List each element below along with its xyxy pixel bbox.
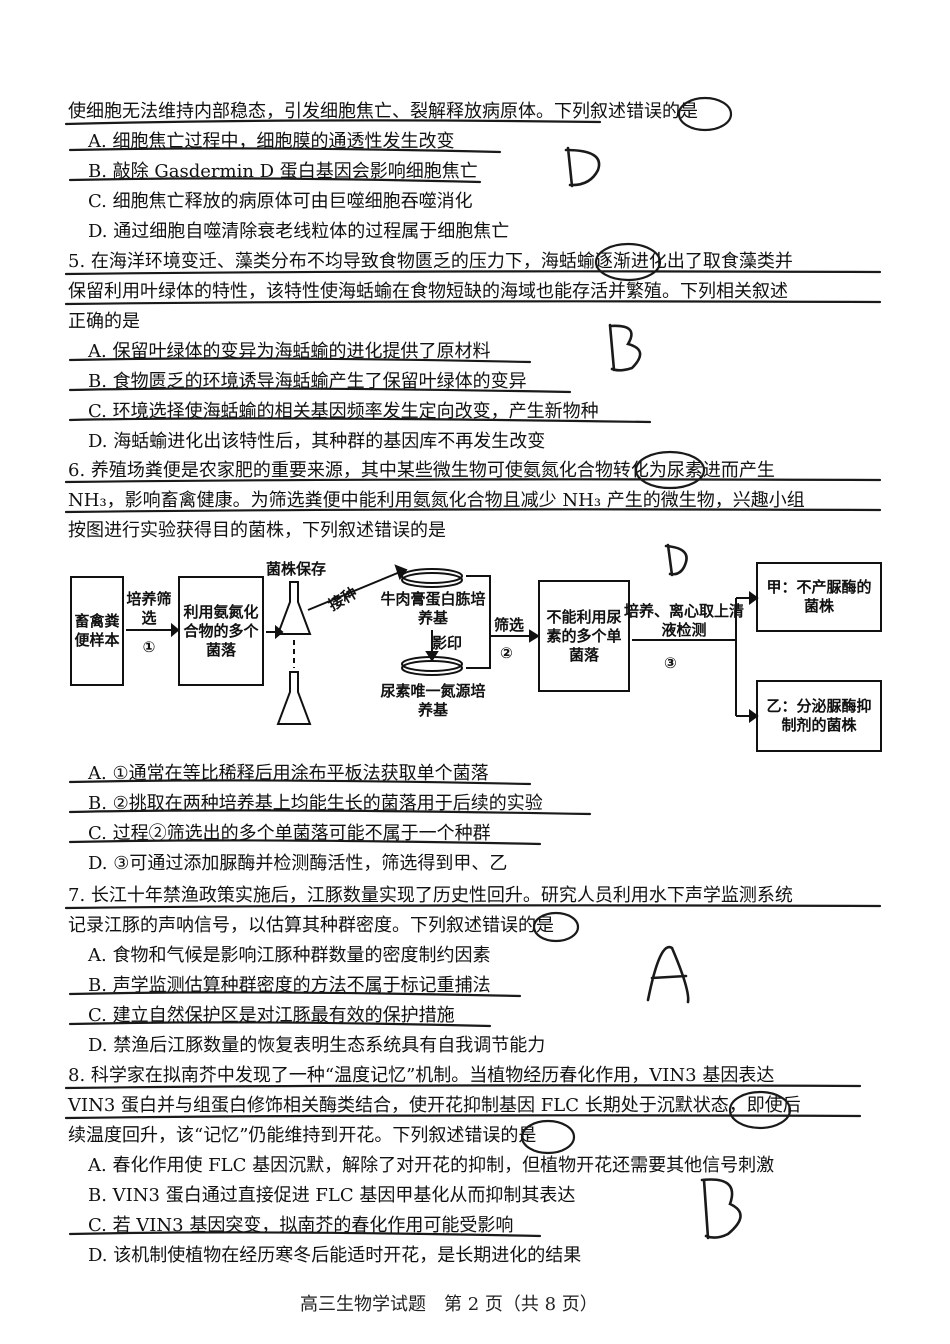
q4-stem: 使细胞无法维持内部稳态，引发细胞焦亡、裂解释放病原体。下列叙述错误的是	[68, 101, 698, 122]
q5-stem-line-1: 5. 在海洋环境变迁、藻类分布不均导致食物匮乏的压力下，海蛞蝓逐渐进化出了取食藻…	[68, 251, 793, 272]
q7-option-a: A. 食物和气候是影响江豚种群数量的密度制约因素	[88, 945, 491, 966]
step3-label: 培养、离心取上清液检测	[623, 602, 744, 639]
q8-option-a: A. 春化作用使 FLC 基因沉默，解除了对开花的抑制，但植物开花还需要其他信号…	[88, 1155, 775, 1176]
experiment-flow-diagram: 畜禽粪便样本 培养筛选 ① 利用氨氮化合物的多个菌落 菌株保存 接种 牛肉膏蛋白…	[60, 540, 900, 760]
q6-stem-line-2: NH₃，影响畜禽健康。为筛选粪便中能利用氨氮化合物且减少 NH₃ 产生的微生物，…	[68, 490, 805, 511]
result-box-jia: 甲：不产脲酶的菌株	[756, 562, 882, 632]
q6-option-c: C. 过程②筛选出的多个单菌落可能不属于一个种群	[88, 823, 491, 844]
q8-stem-line-1: 8. 科学家在拟南芥中发现了一种“温度记忆”机制。当植物经历春化作用，VIN3 …	[68, 1065, 775, 1086]
q7-option-b: B. 声学监测估算种群密度的方法不属于标记重捕法	[88, 975, 491, 996]
q6-stem-line-1: 6. 养殖场粪便是农家肥的重要来源，其中某些微生物可使氨氮化合物转化为尿素进而产…	[68, 460, 775, 481]
q8-option-b: B. VIN3 蛋白通过直接促进 FLC 基因甲基化从而抑制其表达	[88, 1185, 576, 1206]
q7-stem-line-2: 记录江豚的声呐信号，以估算其种群密度。下列叙述错误的是	[68, 915, 554, 936]
q8-option-c: C. 若 VIN3 基因突变，拟南芥的春化作用可能受影响	[88, 1215, 514, 1236]
q6-stem-line-3: 按图进行实验获得目的菌株，下列叙述错误的是	[68, 520, 446, 541]
q4-option-c: C. 细胞焦亡释放的病原体可由巨噬细胞吞噬消化	[88, 191, 473, 212]
q5-option-c: C. 环境选择使海蛞蝓的相关基因频率发生定向改变，产生新物种	[88, 401, 599, 422]
step1-number: ①	[142, 638, 156, 656]
q4-option-d: D. 通过细胞自噬清除衰老线粒体的过程属于细胞焦亡	[88, 221, 510, 242]
q6-option-b: B. ②挑取在两种培养基上均能生长的菌落用于后续的实验	[88, 793, 543, 814]
q6-option-a: A. ①通常在等比稀释后用涂布平板法获取单个菌落	[88, 763, 489, 784]
q7-stem-line-1: 7. 长江十年禁渔政策实施后，江豚数量实现了历史性回升。研究人员利用水下声学监测…	[68, 885, 793, 906]
colonies-box: 利用氨氮化合物的多个菌落	[178, 576, 264, 686]
page-footer: 高三生物学试题 第 2 页（共 8 页）	[300, 1294, 598, 1315]
plate-top-label: 牛肉膏蛋白胨培养基	[380, 590, 486, 627]
selected-colonies-box: 不能利用尿素的多个单菌落	[538, 580, 630, 692]
q8-stem-line-2: VIN3 蛋白并与组蛋白修饰相关酶类结合，使开花抑制基因 FLC 长期处于沉默状…	[68, 1095, 801, 1116]
result-box-yi: 乙：分泌脲酶抑制剂的菌株	[756, 680, 882, 752]
plate-bottom-label: 尿素唯一氮源培养基	[380, 682, 486, 719]
q7-option-c: C. 建立自然保护区是对江豚最有效的保护措施	[88, 1005, 455, 1026]
q4-option-a: A. 细胞焦亡过程中，细胞膜的通透性发生改变	[88, 131, 455, 152]
q5-stem-line-2: 保留利用叶绿体的特性，该特性使海蛞蝓在食物短缺的海域也能存活并繁殖。下列相关叙述	[68, 281, 788, 302]
step2-label: 筛选	[494, 616, 525, 634]
q8-stem-line-3: 续温度回升，该“记忆”仍能维持到开花。下列叙述错误的是	[68, 1125, 537, 1146]
storage-label: 菌株保存	[266, 560, 327, 578]
step2-number: ②	[500, 644, 513, 662]
q4-option-b: B. 敲除 Gasdermin D 蛋白基因会影响细胞焦亡	[88, 161, 478, 182]
q5-option-a: A. 保留叶绿体的变异为海蛞蝓的进化提供了原材料	[88, 341, 491, 362]
replica-label: 影印	[432, 634, 463, 652]
q6-option-d: D. ③可通过添加脲酶并检测酶活性，筛选得到甲、乙	[88, 853, 508, 874]
q5-stem-line-3: 正确的是	[68, 311, 140, 332]
sample-box: 畜禽粪便样本	[70, 576, 124, 686]
step1-label: 培养筛选	[126, 590, 172, 627]
q5-option-d: D. 海蛞蝓进化出该特性后，其种群的基因库不再发生改变	[88, 431, 546, 452]
q8-option-d: D. 该机制使植物在经历寒冬后能适时开花，是长期进化的结果	[88, 1245, 582, 1266]
q7-option-d: D. 禁渔后江豚数量的恢复表明生态系统具有自我调节能力	[88, 1035, 546, 1056]
step3-number: ③	[664, 654, 677, 672]
diagram-arrows	[126, 564, 759, 725]
q5-option-b: B. 食物匮乏的环境诱导海蛞蝓产生了保留叶绿体的变异	[88, 371, 527, 392]
